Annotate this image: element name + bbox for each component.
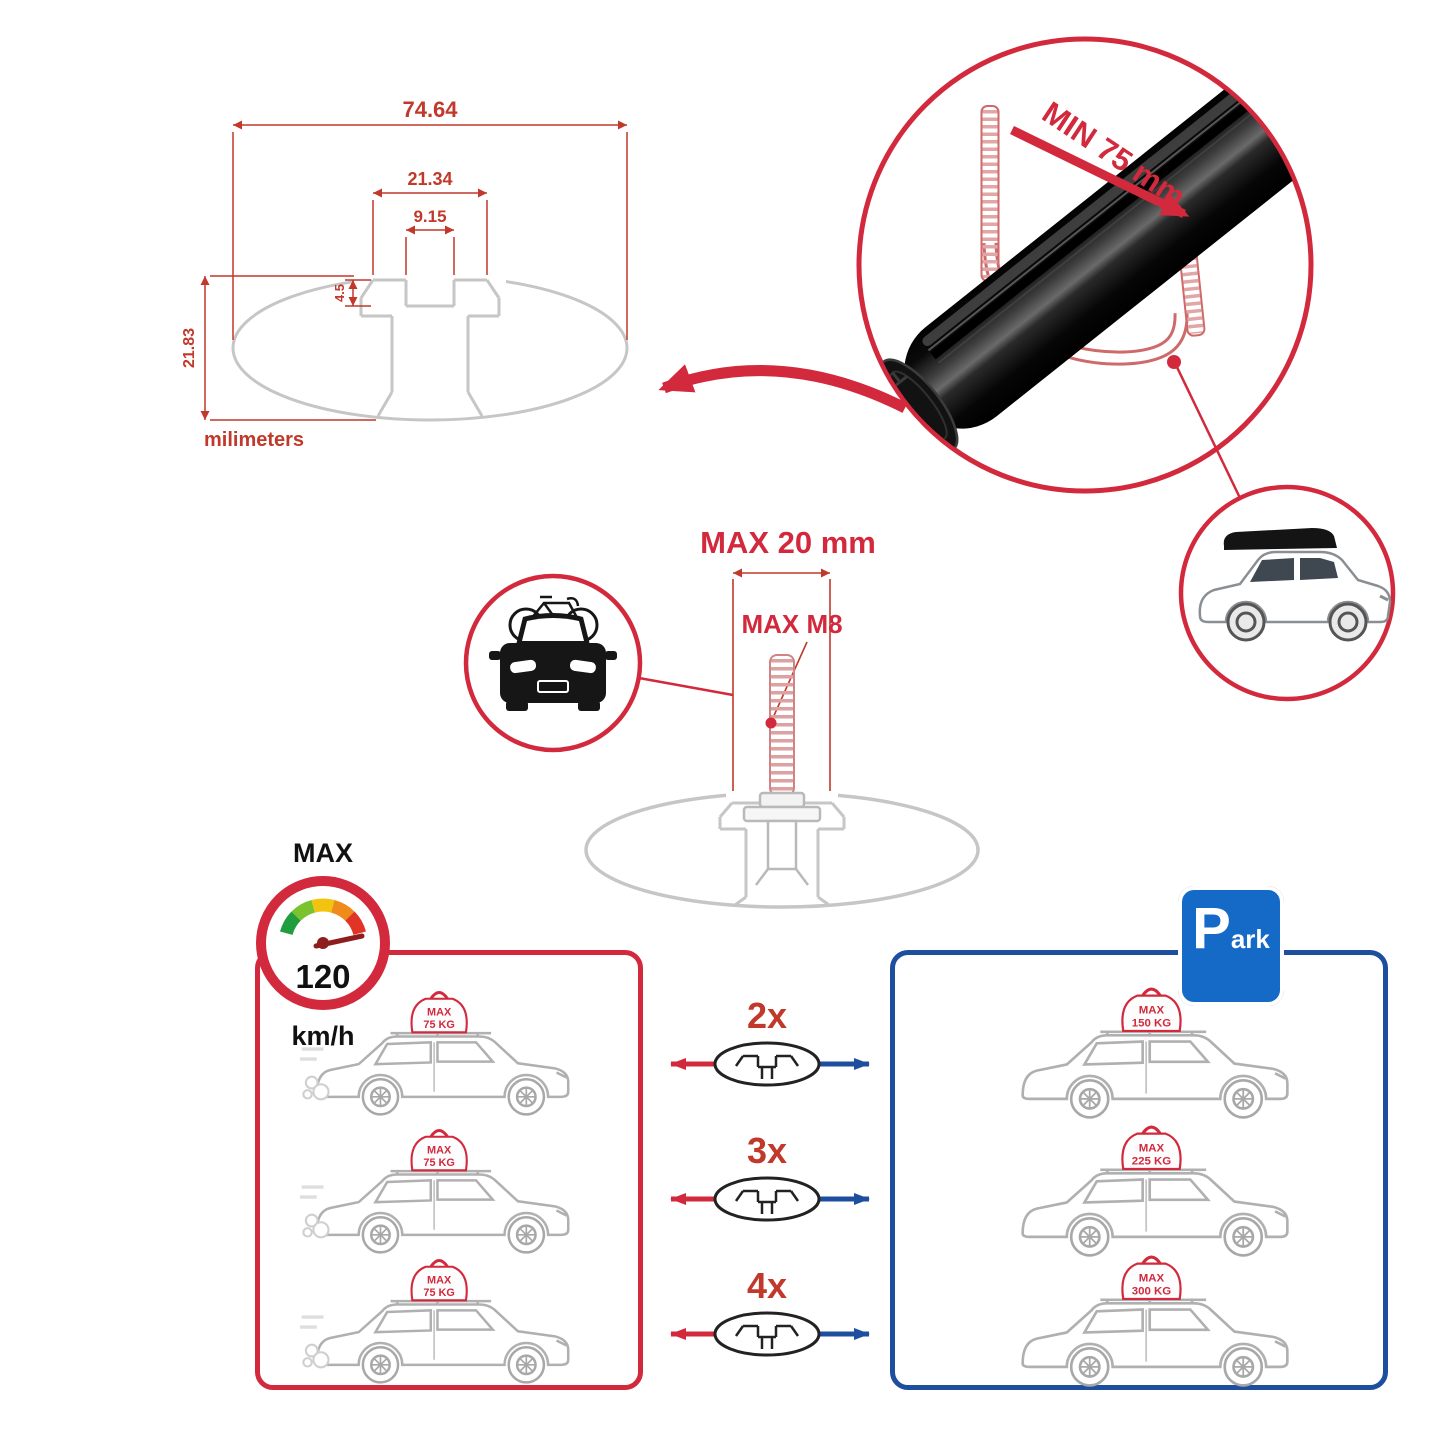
roof-box: [1223, 528, 1337, 550]
dim-total-width: 74.64: [402, 97, 458, 122]
bike-carrier-circle: [463, 573, 643, 753]
bolt-dimension-diagram: MAX 20 mm MAX M8: [463, 525, 980, 909]
multiplier-3x: 3x: [747, 1130, 787, 1171]
car-with-roof-load: MAX 75 KG: [300, 982, 585, 1120]
dim-step-depth: 4.5: [332, 284, 347, 302]
car-with-roof-load: MAX 300 KG: [1005, 1246, 1305, 1392]
units-label: milimeters: [204, 429, 304, 451]
motion-lines: [300, 1047, 324, 1061]
load-label: MAX: [427, 1275, 452, 1287]
zoom-out-arrow: [658, 364, 908, 413]
park-letter: P: [1192, 896, 1231, 961]
car-with-roof-load: MAX 75 KG: [300, 1250, 585, 1388]
car-with-roof-load: MAX 150 KG: [1005, 978, 1305, 1124]
exhaust-smoke-icon: [302, 1075, 330, 1101]
load-label: MAX: [427, 1145, 452, 1157]
crossbar-cross-section: [231, 266, 629, 422]
multiplier-4x: 4x: [747, 1265, 787, 1306]
gauge-max-label: MAX: [293, 838, 353, 868]
dim-channel-outer: 21.34: [407, 169, 452, 189]
max-thread-label: MAX M8: [741, 609, 842, 639]
dim-channel-slot: 9.15: [413, 207, 446, 226]
car-with-roof-load: MAX 225 KG: [1005, 1116, 1305, 1262]
crossbar-end-profile-icon: [713, 1041, 821, 1087]
load-weight: 75 KG: [423, 1287, 454, 1299]
dim-total-height: 21.83: [181, 328, 198, 368]
load-weight: 75 KG: [423, 1019, 454, 1031]
car-with-roof-load: MAX 75 KG: [300, 1120, 585, 1258]
crossbar-end-profile-icon: [713, 1311, 821, 1357]
speed-limit-gauge: MAX 120 km/h: [256, 838, 390, 1051]
min-span-arrow: [1010, 125, 1190, 219]
gauge-units: km/h: [291, 1021, 354, 1051]
motion-lines: [300, 1315, 324, 1329]
exhaust-smoke-icon: [302, 1343, 330, 1369]
crossbar-closeup-circle: MIN 75 mm: [856, 36, 1314, 494]
multiplier-arrows: 2x 3x 4x: [670, 995, 870, 1357]
load-label: MAX: [1139, 1142, 1165, 1154]
bike-circle-leader-line: [638, 676, 734, 697]
load-weight: 75 KG: [423, 1157, 454, 1169]
gauge-arc-segments: [280, 898, 366, 936]
max-bolt-length-label: MAX 20 mm: [700, 525, 876, 560]
exhaust-smoke-icon: [302, 1213, 330, 1239]
suv-roofbox-circle: [1178, 484, 1396, 702]
load-label: MAX: [427, 1007, 452, 1019]
crossbar-end-profile-icon: [713, 1176, 821, 1222]
car-front-icon: [489, 613, 617, 711]
dimension-lines: [200, 120, 628, 421]
thread-marker-dot: [765, 717, 777, 729]
load-weight: 150 KG: [1132, 1018, 1172, 1030]
park-suffix: ark: [1230, 924, 1270, 954]
profile-dimension-diagram: 74.64 21.34 9.15 4.5 21.83 milimeters: [181, 97, 908, 451]
multiplier-2x: 2x: [747, 995, 787, 1036]
crossbar-illustration: [878, 49, 1309, 453]
load-weight: 300 KG: [1132, 1286, 1172, 1298]
gauge-value: 120: [295, 958, 350, 995]
load-label: MAX: [1139, 1004, 1165, 1016]
load-label: MAX: [1139, 1272, 1165, 1284]
suv-roofbox-illustration: [1198, 528, 1392, 642]
motion-lines: [300, 1185, 324, 1199]
load-weight: 225 KG: [1132, 1156, 1172, 1168]
t-bolt-illustration: [742, 654, 822, 886]
